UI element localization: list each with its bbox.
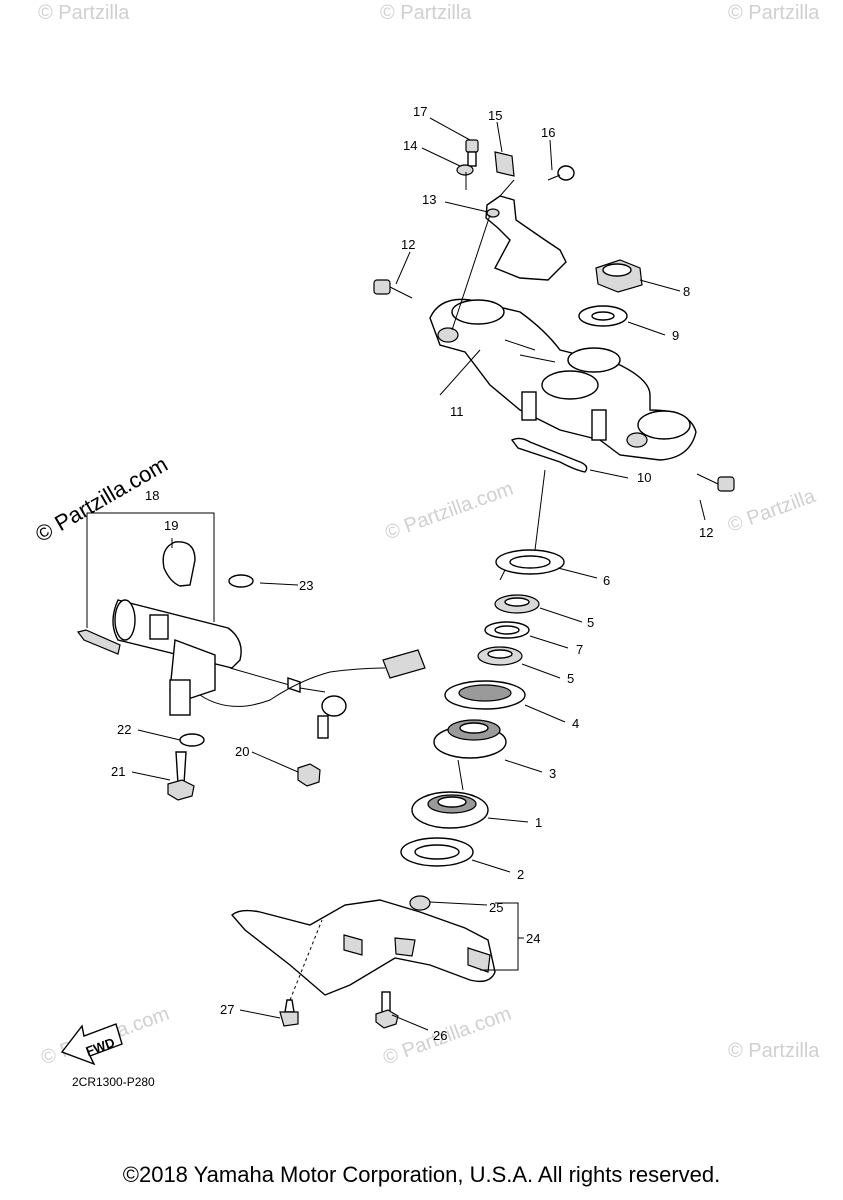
callout-20: 20 <box>235 744 249 759</box>
washer-22 <box>179 733 205 747</box>
callout-22: 22 <box>117 722 131 737</box>
screw-16 <box>547 165 575 181</box>
callout-24: 24 <box>526 931 540 946</box>
callout-1: 1 <box>535 815 542 830</box>
rod-end <box>317 695 347 739</box>
watermark-top-left: © Partzilla <box>38 2 130 24</box>
fwd-arrow-icon: FWD <box>60 1023 123 1066</box>
callout-3: 3 <box>549 766 556 781</box>
callout-18: 18 <box>145 488 159 503</box>
callout-5b: 5 <box>567 671 574 686</box>
collar-14 <box>456 164 474 176</box>
ring-nut-5-upper <box>494 594 540 614</box>
rivet-27 <box>279 999 299 1027</box>
cover-24 <box>231 899 496 996</box>
callout-14: 14 <box>403 138 417 153</box>
copyright-notice: ©2018 Yamaha Motor Corporation, U.S.A. A… <box>122 1162 721 1187</box>
watermark-top-center: © Partzilla <box>380 2 472 24</box>
bearing-1 <box>411 791 489 829</box>
callouts: 17 15 16 14 13 12 8 9 11 10 12 6 5 7 5 4… <box>111 104 713 1043</box>
nut-plate-15 <box>494 151 515 177</box>
callout-9: 9 <box>672 328 679 343</box>
callout-8: 8 <box>683 284 690 299</box>
callout-17: 17 <box>413 104 427 119</box>
callout-19: 19 <box>164 518 178 533</box>
washer-7 <box>484 621 530 639</box>
plate-10 <box>510 437 588 473</box>
steering-nut-8 <box>595 259 643 293</box>
bolt-17 <box>465 139 479 167</box>
callout-7: 7 <box>576 642 583 657</box>
leader-lines <box>131 117 706 1031</box>
callout-6: 6 <box>603 573 610 588</box>
callout-12b: 12 <box>699 525 713 540</box>
callout-2: 2 <box>517 867 524 882</box>
washer-9 <box>578 305 628 327</box>
washer-6 <box>495 549 565 581</box>
callout-27: 27 <box>220 1002 234 1017</box>
callout-11: 11 <box>450 404 464 419</box>
nut-20 <box>297 763 321 787</box>
callout-4: 4 <box>572 716 579 731</box>
callout-13: 13 <box>422 192 436 207</box>
callout-16: 16 <box>541 125 555 140</box>
diagram-code: 2CR1300-P280 <box>72 1075 155 1089</box>
seal-2 <box>400 837 474 867</box>
callout-26: 26 <box>433 1028 447 1043</box>
washer-23 <box>228 574 254 588</box>
watermark-top-right: © Partzilla <box>728 2 820 24</box>
bracket-frame-18 <box>86 512 215 628</box>
ring-nut-5-lower <box>477 646 523 666</box>
bolt-12-right <box>696 473 735 492</box>
cover-4 <box>444 680 526 710</box>
bolt-26 <box>375 991 399 1029</box>
callout-5a: 5 <box>587 615 594 630</box>
band-19 <box>162 541 196 587</box>
callout-12a: 12 <box>401 237 415 252</box>
callout-21: 21 <box>111 764 125 779</box>
bearing-3 <box>433 719 507 759</box>
watermark-bottom-right: © Partzilla <box>728 1040 820 1062</box>
upper-bracket-11 <box>429 298 697 461</box>
callout-10: 10 <box>637 470 651 485</box>
connector <box>382 649 426 679</box>
bracket-13 <box>485 195 567 281</box>
bolt-21 <box>167 751 195 801</box>
steering-damper <box>76 599 386 716</box>
collar-25 <box>409 895 431 911</box>
bolt-12-left <box>373 279 413 299</box>
callout-15: 15 <box>488 108 502 123</box>
callout-23: 23 <box>299 578 313 593</box>
callout-25: 25 <box>489 900 503 915</box>
